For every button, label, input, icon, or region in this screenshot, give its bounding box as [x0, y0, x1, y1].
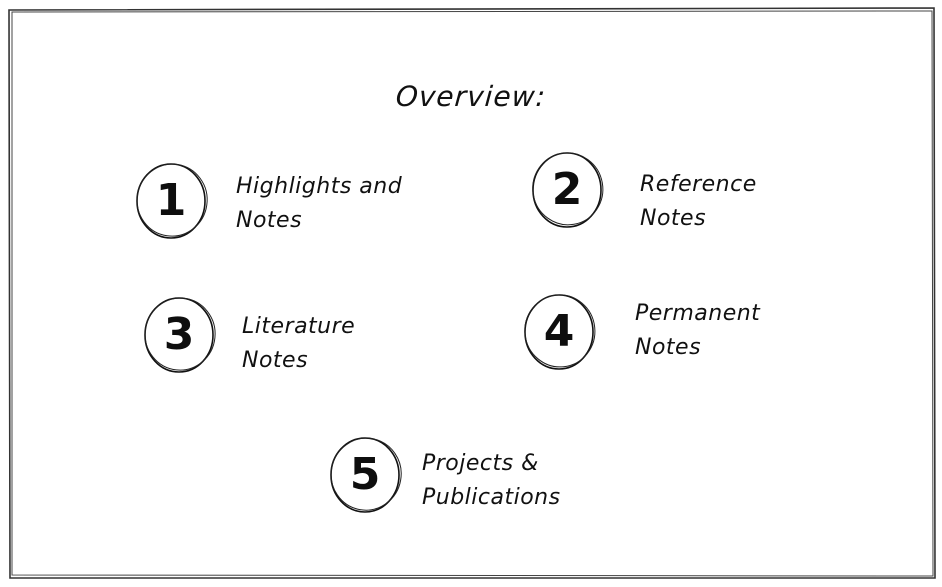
step-2-number: 2	[551, 164, 583, 215]
step-3-circle: 3	[141, 297, 217, 373]
step-2-label: Reference Notes	[640, 168, 757, 236]
step-3-line2: Notes	[242, 348, 309, 373]
step-1-line2: Notes	[236, 208, 303, 233]
step-5-number: 5	[349, 449, 381, 500]
step-5-line2: Publications	[422, 485, 561, 510]
step-5-label: Projects & Publications	[422, 447, 561, 515]
diagram-title: Overview:	[394, 80, 548, 113]
step-1-label: Highlights and Notes	[236, 170, 402, 238]
step-4-line2: Notes	[635, 335, 702, 360]
step-4-circle: 4	[521, 294, 597, 370]
step-3-label: Literature Notes	[242, 310, 355, 378]
circle-outline-icon	[532, 152, 604, 228]
step-3-number: 3	[163, 309, 195, 360]
step-4-number: 4	[543, 306, 575, 357]
circle-outline-icon	[136, 163, 208, 239]
step-1-number: 1	[155, 175, 187, 226]
step-1-line1: Highlights and	[236, 174, 403, 199]
step-5-line1: Projects &	[422, 451, 539, 476]
step-4-line1: Permanent	[635, 301, 761, 326]
circle-outline-icon	[524, 294, 596, 370]
circle-outline-icon	[330, 437, 402, 513]
step-3-line1: Literature	[242, 314, 356, 339]
step-1-circle: 1	[133, 163, 209, 239]
step-2-line1: Reference	[640, 172, 757, 197]
step-2-line2: Notes	[640, 206, 707, 231]
step-2-circle: 2	[529, 152, 605, 228]
step-4-label: Permanent Notes	[635, 297, 760, 365]
circle-outline-icon	[144, 297, 216, 373]
step-5-circle: 5	[327, 437, 403, 513]
